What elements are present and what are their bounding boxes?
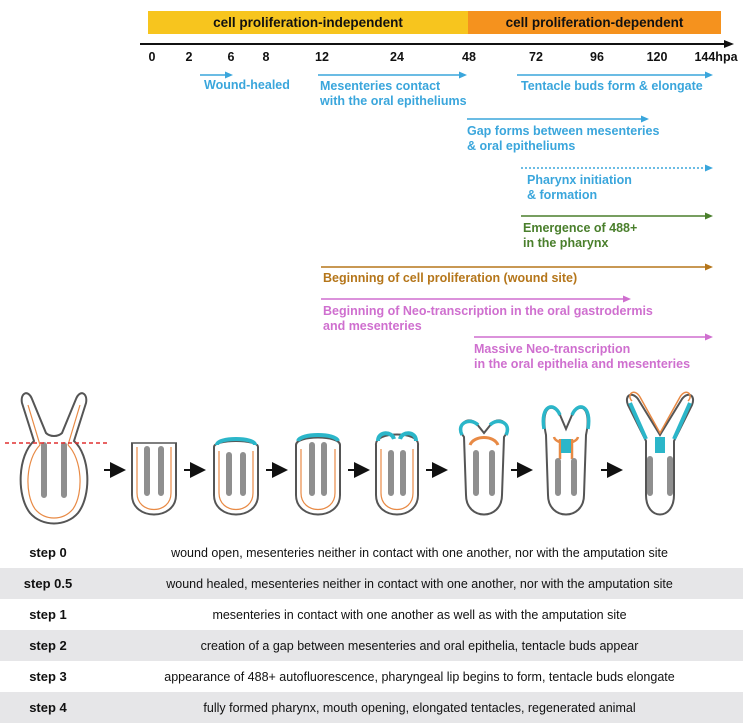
event-gap-forms: Gap forms between mesenteries & oral epi… — [467, 124, 659, 154]
step-description: appearance of 488+ autofluorescence, pha… — [96, 670, 743, 684]
stage-4-gap-forms — [376, 433, 418, 514]
event-line: Massive Neo-transcription — [474, 342, 690, 357]
stage-0-intact-animal — [5, 393, 108, 523]
event-line: and mesenteries — [323, 319, 653, 334]
event-wound-healed: Wound-healed — [204, 78, 290, 93]
step-name: step 2 — [0, 638, 96, 653]
table-row: step 1 mesenteries in contact with one a… — [0, 599, 743, 630]
stage-3-mesenteries-contact — [296, 435, 340, 515]
step-name: step 0.5 — [0, 576, 96, 591]
step-description: wound open, mesenteries neither in conta… — [96, 546, 743, 560]
stage-1-open-wound — [131, 443, 177, 515]
event-cell-proliferation: Beginning of cell proliferation (wound s… — [323, 271, 577, 286]
table-row: step 4 fully formed pharynx, mouth openi… — [0, 692, 743, 723]
event-neo-transcription: Beginning of Neo-transcription in the or… — [323, 304, 653, 334]
event-pharynx-initiation: Pharynx initiation & formation — [527, 173, 632, 203]
steps-table: step 0 wound open, mesenteries neither i… — [0, 537, 743, 723]
event-line: Emergence of 488+ — [523, 221, 637, 236]
event-line: Beginning of cell proliferation (wound s… — [323, 271, 577, 286]
neo-arrow — [321, 296, 631, 303]
event-line: Mesenteries contact — [320, 79, 467, 94]
event-massive-neo: Massive Neo-transcription in the oral ep… — [474, 342, 690, 372]
event-line: Beginning of Neo-transcription in the or… — [323, 304, 653, 319]
step-description: mesenteries in contact with one another … — [96, 608, 743, 622]
event-line: & oral epitheliums — [467, 139, 659, 154]
event-line: with the oral epitheliums — [320, 94, 467, 109]
step-description: creation of a gap between mesenteries an… — [96, 639, 743, 653]
gap-arrow — [467, 116, 649, 123]
massive-arrow — [474, 334, 713, 341]
step-name: step 0 — [0, 545, 96, 560]
step-description: wound healed, mesenteries neither in con… — [96, 577, 743, 591]
step-name: step 4 — [0, 700, 96, 715]
stage-7-regenerated-animal — [627, 392, 693, 514]
table-row: step 3 appearance of 488+ autofluorescen… — [0, 661, 743, 692]
event-line: & formation — [527, 188, 632, 203]
tentacle-arrow — [517, 72, 713, 79]
stage-2-wound-healed — [214, 439, 258, 515]
event-mesenteries-contact: Mesenteries contact with the oral epithe… — [320, 79, 467, 109]
proliferation-arrow — [321, 264, 713, 271]
stage-5-pharynx-initiation — [461, 420, 508, 514]
event-tentacle-buds: Tentacle buds form & elongate — [521, 79, 703, 94]
event-emergence-488: Emergence of 488+ in the pharynx — [523, 221, 637, 251]
table-row: step 0 wound open, mesenteries neither i… — [0, 537, 743, 568]
stage-6-pharynx-forming — [543, 407, 588, 515]
emergence-arrow — [521, 213, 713, 220]
step-name: step 1 — [0, 607, 96, 622]
event-line: in the pharynx — [523, 236, 637, 251]
event-line: Tentacle buds form & elongate — [521, 79, 703, 94]
event-line: Wound-healed — [204, 78, 290, 93]
step-name: step 3 — [0, 669, 96, 684]
event-line: in the oral epithelia and mesenteries — [474, 357, 690, 372]
pharynx-arrow — [521, 165, 713, 172]
table-row: step 0.5 wound healed, mesenteries neith… — [0, 568, 743, 599]
step-description: fully formed pharynx, mouth opening, elo… — [96, 701, 743, 715]
table-row: step 2 creation of a gap between mesente… — [0, 630, 743, 661]
regeneration-illustrations — [0, 375, 743, 535]
event-line: Pharynx initiation — [527, 173, 632, 188]
event-line: Gap forms between mesenteries — [467, 124, 659, 139]
mesenteries-arrow — [318, 72, 467, 79]
